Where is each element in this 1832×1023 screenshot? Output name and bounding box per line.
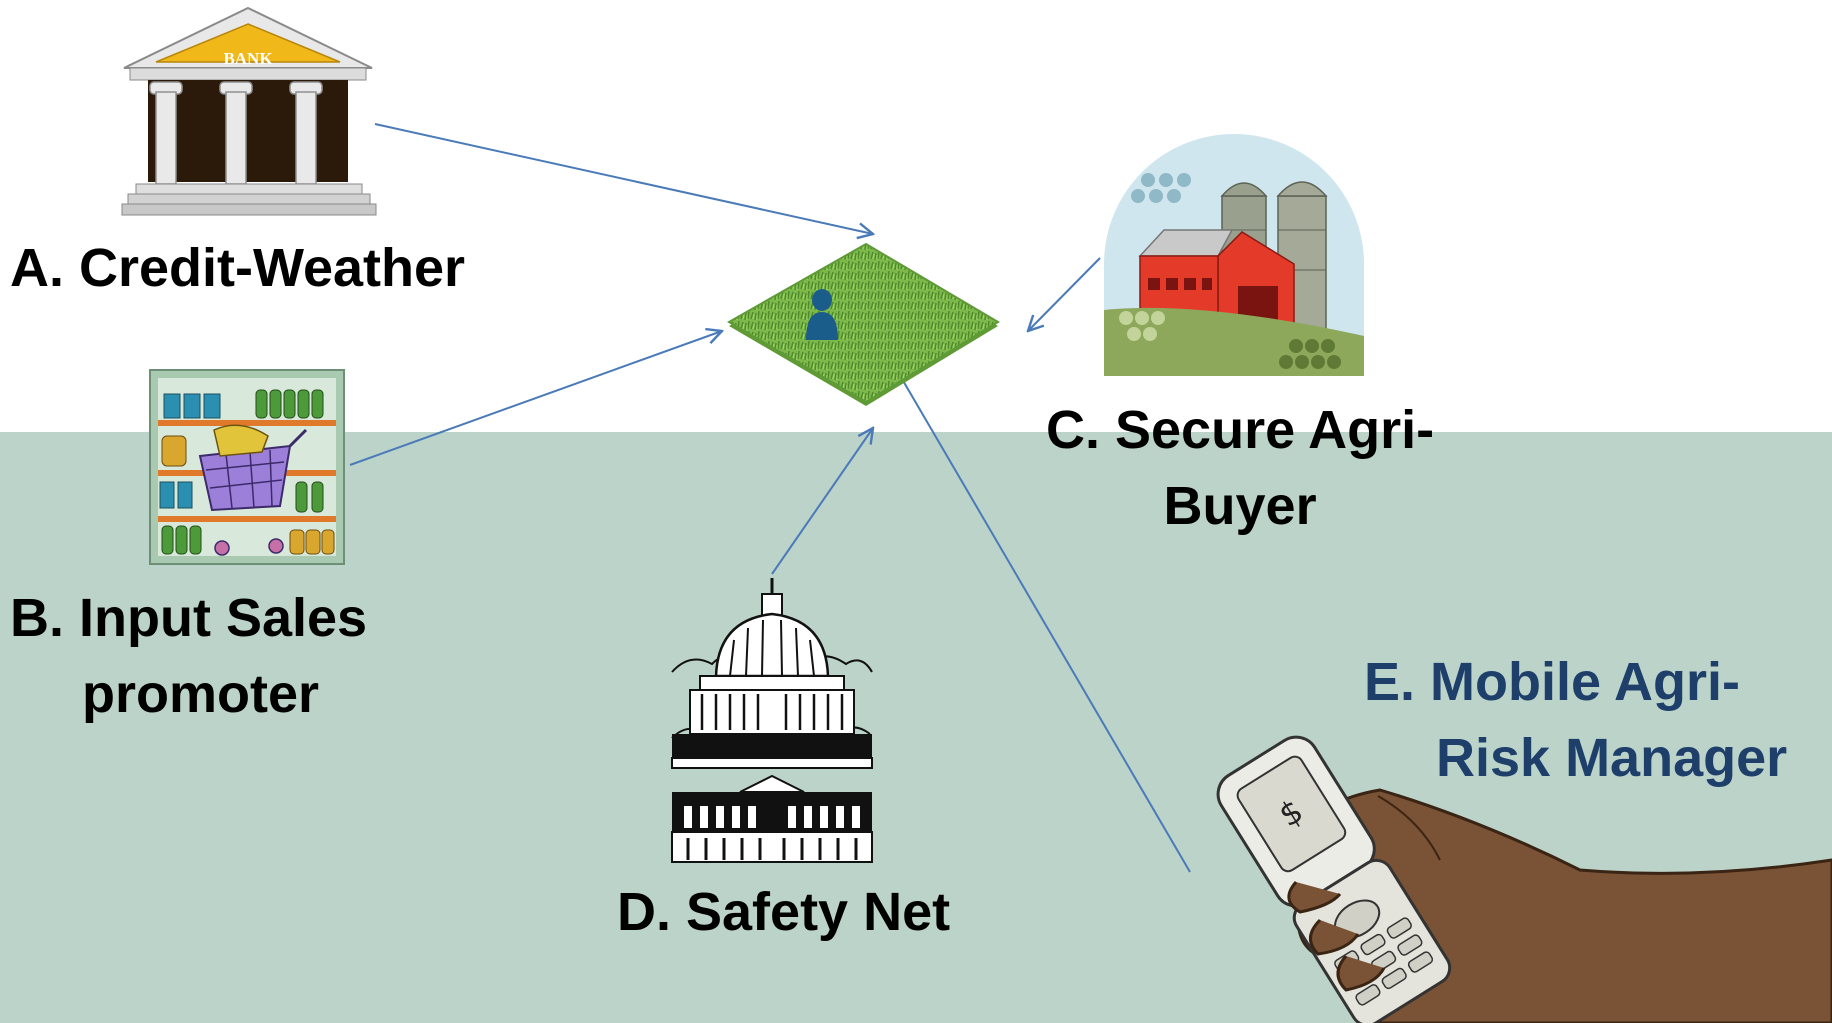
- capitol-building-icon: [671, 578, 873, 863]
- mobile-phone-in-hand-icon: $: [1216, 735, 1832, 1023]
- label-line: C. Secure Agri-: [1046, 400, 1435, 460]
- label-line: E. Mobile Agri-: [1364, 652, 1740, 712]
- label-line: A. Credit-Weather: [10, 238, 466, 298]
- label-secure-agri-buyer: C. Secure Agri- Buyer: [1046, 392, 1434, 544]
- label-input-sales-promoter: B. Input Sales promoter: [10, 580, 367, 732]
- arrow-store-to-farm: [349, 331, 722, 466]
- label-mobile-agri-risk-manager: E. Mobile Agri- Risk Manager: [1364, 644, 1787, 796]
- arrow-bank-to-farm: [374, 123, 873, 234]
- farm-plot-with-farmer-icon: [726, 242, 1000, 406]
- label-line: B. Input Sales: [10, 588, 368, 648]
- arrow-barn-to-farm: [1028, 257, 1101, 331]
- label-credit-weather: A. Credit-Weather: [10, 230, 465, 306]
- label-line: Buyer: [1163, 476, 1317, 536]
- farm-barn-icon: [1104, 134, 1364, 376]
- label-line: D. Safety Net: [617, 882, 951, 942]
- arrow-capitol-to-farm: [771, 428, 873, 575]
- label-line: Risk Manager: [1436, 728, 1788, 788]
- grocery-store-icon: [149, 369, 345, 565]
- label-safety-net: D. Safety Net: [617, 874, 950, 950]
- label-line: promoter: [82, 664, 320, 724]
- arrow-phone-to-farm: [874, 331, 1191, 873]
- bank-sign-text: BANK: [223, 49, 273, 68]
- bank-icon: BANK: [121, 6, 377, 216]
